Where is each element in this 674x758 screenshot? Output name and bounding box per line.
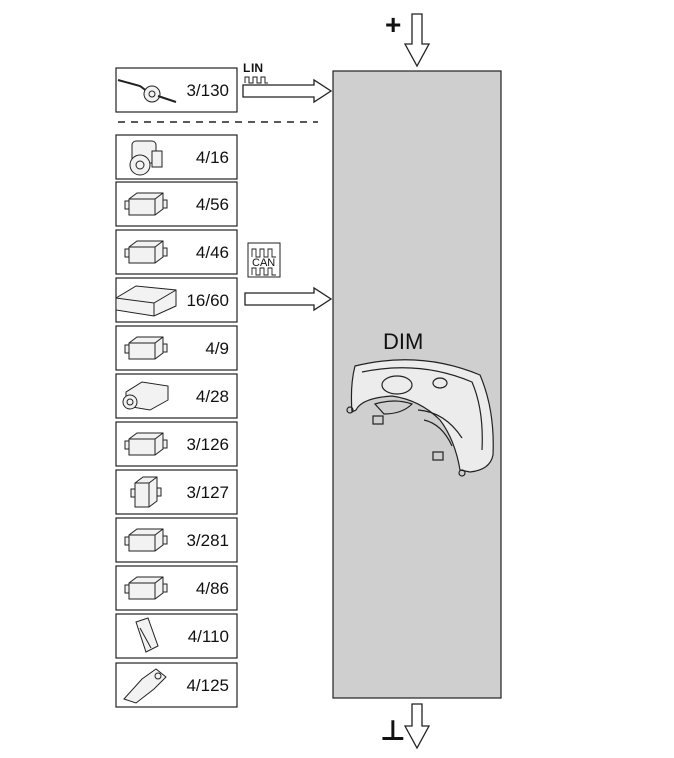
lin-bus-arrow — [242, 78, 333, 104]
module-code-label: 4/28 — [196, 387, 229, 406]
module-box: 4/46 — [115, 229, 238, 275]
module-box: 4/56 — [115, 181, 238, 227]
control-module-icon — [124, 576, 168, 600]
module-box: 3/127 — [115, 469, 238, 515]
steering-column-switch-icon — [117, 79, 177, 103]
instrument-cluster-icon — [346, 359, 494, 477]
module-box: 3/130 — [115, 67, 238, 113]
ground-out-arrow — [403, 703, 431, 750]
module-box: 4/125 — [115, 662, 238, 708]
module-code-label: 4/46 — [196, 243, 229, 262]
control-module-icon — [124, 240, 168, 264]
dim-label: DIM — [383, 329, 423, 354]
module-box: 4/110 — [115, 613, 238, 659]
module-code-label: 4/86 — [196, 579, 229, 598]
control-module-icon — [122, 381, 169, 411]
svg-text:IN: IN — [251, 61, 263, 75]
module-box: 16/60 — [115, 277, 238, 323]
module-box: 4/28 — [115, 373, 238, 419]
module-list: 3/130 4/16 4/56 4/46 16/60 4/9 4/28 3/126 3/127 3… — [115, 67, 238, 708]
module-box: 4/9 — [115, 325, 238, 371]
module-frame — [115, 67, 238, 113]
can-bus-label: CAN — [247, 242, 281, 278]
central-electronic-module-icon — [115, 285, 177, 317]
module-box: 4/16 — [115, 134, 238, 180]
control-module-icon — [135, 617, 159, 653]
control-module-icon — [124, 336, 168, 360]
module-box: 4/86 — [115, 565, 238, 611]
module-code-label: 4/125 — [186, 676, 229, 695]
module-code-label: 4/56 — [196, 195, 229, 214]
control-module-icon — [123, 668, 167, 704]
module-code-label: 3/126 — [186, 435, 229, 454]
control-module-icon — [124, 192, 168, 216]
module-box: 3/281 — [115, 517, 238, 563]
module-box: 3/126 — [115, 421, 238, 467]
ground-symbol: ⊥ — [380, 714, 406, 747]
power-in-arrow — [403, 13, 431, 68]
svg-text:L: L — [243, 61, 250, 75]
module-code-label: 4/110 — [188, 627, 229, 646]
module-code-label: 3/130 — [186, 81, 229, 100]
ignition-switch-icon — [129, 140, 163, 176]
module-frame — [115, 613, 238, 659]
control-module-icon — [124, 528, 168, 552]
module-code-label: 3/281 — [186, 531, 229, 550]
module-code-label: 4/9 — [205, 339, 229, 358]
svg-text:CAN: CAN — [252, 257, 275, 269]
module-code-label: 16/60 — [186, 291, 229, 310]
lin-bus-label: L IN — [243, 61, 268, 84]
module-code-label: 3/127 — [186, 483, 229, 502]
power-plus-sign: + — [385, 9, 401, 40]
can-bus-arrow — [244, 286, 333, 312]
control-module-icon — [130, 476, 162, 508]
control-module-icon — [124, 432, 168, 456]
module-code-label: 4/16 — [196, 148, 229, 167]
